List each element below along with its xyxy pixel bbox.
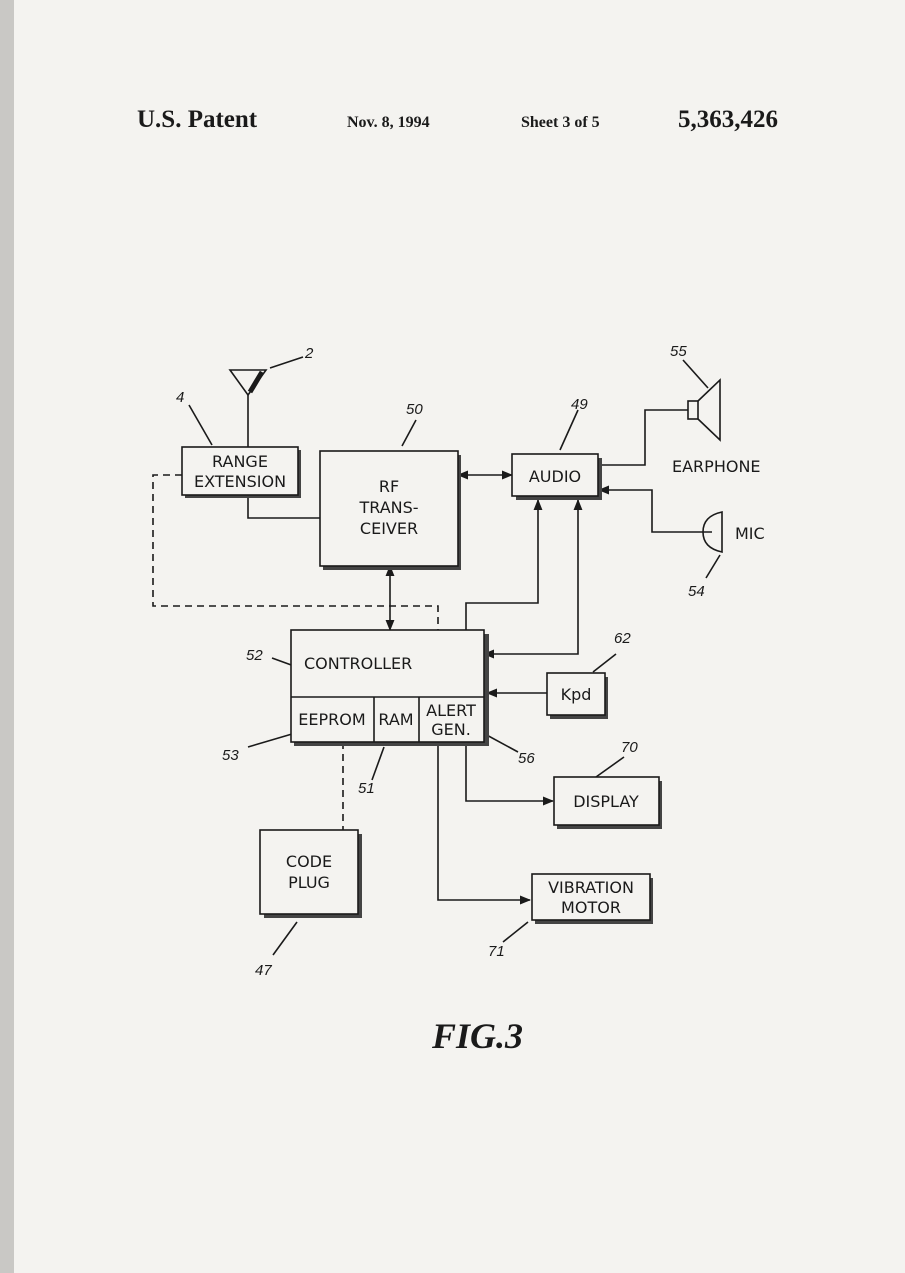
ref-vibration-motor: 71 bbox=[488, 943, 505, 960]
ref-code-plug: 47 bbox=[255, 962, 272, 979]
eeprom-label: EEPROM bbox=[298, 710, 365, 729]
controller-block: CONTROLLER EEPROM RAM ALERT GEN. bbox=[291, 630, 489, 746]
rf-transceiver-line-2: TRANS- bbox=[358, 498, 418, 517]
eeprom-block: EEPROM bbox=[298, 710, 365, 729]
code-plug-block: CODE PLUG bbox=[260, 830, 362, 918]
range-extension-line-1: RANGE bbox=[212, 452, 268, 471]
range-extension-block: RANGE EXTENSION bbox=[182, 447, 301, 498]
ref-range-extension: 4 bbox=[176, 389, 184, 406]
ref-kpd: 62 bbox=[614, 630, 631, 647]
vibration-motor-line-1: VIBRATION bbox=[548, 878, 634, 897]
range-extension-line-2: EXTENSION bbox=[194, 472, 286, 491]
ref-rf-transceiver: 50 bbox=[406, 401, 423, 418]
alert-gen-line-1: ALERT bbox=[426, 701, 476, 720]
alert-gen-block: ALERT GEN. bbox=[426, 701, 476, 739]
code-plug-line-1: CODE bbox=[286, 852, 332, 871]
mic-label: MIC bbox=[735, 524, 765, 543]
kpd-label: Kpd bbox=[561, 685, 592, 704]
alert-gen-line-2: GEN. bbox=[431, 720, 471, 739]
vibration-motor-line-2: MOTOR bbox=[561, 898, 621, 917]
display-block: DISPLAY bbox=[554, 777, 662, 829]
ref-antenna: 2 bbox=[304, 345, 314, 362]
ref-earphone: 55 bbox=[670, 343, 687, 360]
audio-block: AUDIO bbox=[512, 454, 602, 500]
ref-audio: 49 bbox=[571, 396, 588, 413]
ref-alert-gen: 56 bbox=[518, 750, 535, 767]
rf-transceiver-block: RF TRANS- CEIVER bbox=[320, 451, 461, 570]
ram-label: RAM bbox=[378, 710, 413, 729]
ram-block: RAM bbox=[378, 710, 413, 729]
ref-display: 70 bbox=[621, 739, 638, 756]
earphone-icon bbox=[688, 380, 720, 440]
rf-transceiver-line-3: CEIVER bbox=[360, 519, 418, 538]
kpd-block: Kpd bbox=[547, 673, 608, 719]
code-plug-line-2: PLUG bbox=[288, 873, 330, 892]
ref-mic: 54 bbox=[688, 583, 705, 600]
ref-ram: 51 bbox=[358, 780, 375, 797]
figure-label: FIG.3 bbox=[431, 1016, 523, 1056]
display-label: DISPLAY bbox=[573, 792, 639, 811]
audio-label: AUDIO bbox=[529, 467, 581, 486]
controller-label: CONTROLLER bbox=[304, 654, 412, 673]
earphone-label: EARPHONE bbox=[672, 457, 761, 476]
ref-eeprom: 53 bbox=[222, 747, 239, 764]
rf-transceiver-line-1: RF bbox=[379, 477, 399, 496]
antenna-icon bbox=[230, 370, 266, 448]
vibration-motor-block: VIBRATION MOTOR bbox=[532, 874, 653, 924]
ref-controller: 52 bbox=[246, 647, 263, 664]
